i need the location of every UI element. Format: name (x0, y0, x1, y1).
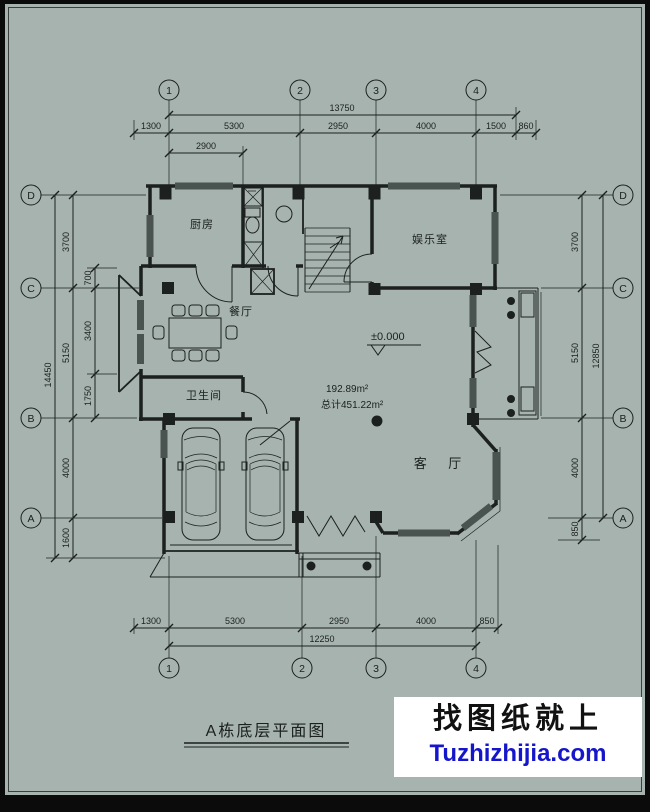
grid-bubble-1-bottom: 1 (166, 663, 172, 675)
south-porch (299, 552, 381, 578)
dim-left-i2: 3400 (83, 321, 93, 341)
dimension-lines (50, 110, 608, 651)
dimensions-left: 14450 3700 5150 4000 1600 700 3400 1750 (43, 232, 93, 548)
columns (159, 187, 482, 523)
grid-bubble-C-right: C (619, 283, 627, 295)
dim-left-2: 5150 (61, 343, 71, 363)
grid-bubble-B-right: B (619, 413, 626, 425)
elevation-marker: ±0.000 (367, 331, 421, 356)
dim-top-1: 1300 (141, 121, 161, 131)
drawing-title-block: A栋底层平面图 (184, 722, 349, 748)
extension-lines (41, 100, 613, 658)
dining-table-icon (152, 304, 238, 362)
grid-bubble-3-bottom: 3 (373, 663, 379, 675)
grid-bubbles: 1 2 3 4 1 2 3 4 D C B A D C B A (20, 79, 634, 679)
grid-bubble-D-right: D (619, 190, 627, 202)
elevation-label: ±0.000 (371, 331, 405, 343)
dim-top-sub: 2900 (196, 141, 216, 151)
dim-right-1: 3700 (570, 232, 580, 252)
windows (137, 182, 500, 537)
dim-bot-2: 5300 (225, 616, 245, 626)
grid-bubble-2-bottom: 2 (299, 663, 305, 675)
area-label: 192.89m² (326, 384, 369, 395)
dim-top-4: 4000 (416, 121, 436, 131)
dim-top-5: 1500 (486, 121, 506, 131)
dim-bot-5: 850 (479, 616, 494, 626)
dim-right-3: 4000 (570, 458, 580, 478)
dimensions-right: 3700 5150 4000 850 12850 (570, 232, 601, 537)
grid-bubble-B-left: B (27, 413, 34, 425)
car-icon (241, 427, 289, 541)
dim-right-4: 850 (570, 521, 580, 536)
grid-bubble-2-top: 2 (297, 85, 303, 97)
doors (195, 253, 492, 537)
grid-bubble-1-top: 1 (166, 85, 172, 97)
drawing-title: A栋底层平面图 (206, 722, 327, 740)
room-label-bathroom: 卫生间 (186, 388, 222, 402)
dim-left-i1: 700 (83, 270, 93, 285)
dim-left-1: 3700 (61, 232, 71, 252)
dim-overall-right: 12850 (591, 343, 601, 368)
dim-bot-3: 2950 (329, 616, 349, 626)
bathroom-fixtures-icon (243, 187, 293, 295)
room-label-entertainment: 娱乐室 (412, 232, 448, 246)
dimensions-top: 13750 1300 5300 2950 4000 1500 860 2900 (141, 103, 534, 151)
reference-dot (371, 415, 383, 427)
dimensions-bottom: 1300 5300 2950 4000 850 12250 (141, 616, 495, 644)
stairs-icon (304, 227, 351, 293)
dim-overall-left: 14450 (43, 362, 53, 387)
grid-bubble-4-bottom: 4 (473, 663, 479, 675)
dim-bot-1: 1300 (141, 616, 161, 626)
grid-bubble-D-left: D (27, 190, 35, 202)
grid-bubble-3-top: 3 (373, 85, 379, 97)
dim-top-6: 860 (518, 121, 533, 131)
room-label-dining: 餐厅 (229, 304, 253, 318)
grid-bubble-A-right: A (619, 513, 626, 525)
watermark-site-url[interactable]: Tuzhizhijia.com (429, 740, 607, 767)
total-area-label: 总计451.22m² (321, 398, 384, 411)
dim-overall-top: 13750 (329, 103, 354, 113)
car-icon (177, 427, 225, 541)
dim-left-i3: 1750 (83, 386, 93, 406)
dim-top-3: 2950 (328, 121, 348, 131)
watermark-text-cn: 找图纸就上 (432, 703, 603, 735)
dim-left-4: 1600 (61, 528, 71, 548)
dim-right-2: 5150 (570, 343, 580, 363)
room-label-kitchen: 厨房 (190, 218, 214, 231)
grid-bubble-A-left: A (27, 513, 34, 525)
dim-overall-bottom: 12250 (309, 634, 334, 644)
watermark[interactable]: 找图纸就上 Tuzhizhijia.com (394, 697, 642, 777)
dim-left-3: 4000 (61, 458, 71, 478)
grid-bubble-C-left: C (27, 283, 35, 295)
grid-bubble-4-top: 4 (473, 85, 479, 97)
dim-top-2: 5300 (224, 121, 244, 131)
dim-bot-4: 4000 (416, 616, 436, 626)
east-porch (479, 287, 542, 420)
room-label-living: 客 厅 (414, 456, 471, 471)
sheet-border (8, 7, 642, 792)
